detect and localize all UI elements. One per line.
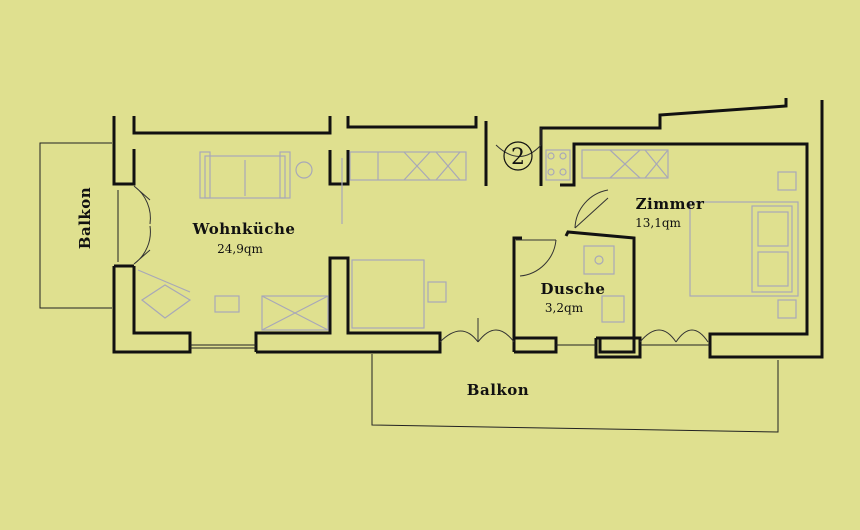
stair-marker-label: 2: [511, 145, 525, 170]
west-balcony: [39, 142, 112, 309]
room-name-zimmer: Zimmer: [636, 195, 705, 213]
windows: [117, 190, 710, 349]
balcony-label-west: Balkon: [76, 187, 94, 249]
room-area-wohnkueche: 24,9qm: [217, 242, 263, 256]
south-balcony: [371, 354, 779, 433]
room-label-wohnkueche: Wohnküche 24,9qm: [192, 220, 296, 256]
room-name-wohnkueche: Wohnküche: [192, 220, 296, 238]
doors: [133, 128, 709, 343]
room-area-dusche: 3,2qm: [545, 301, 584, 315]
balcony-label-south: Balkon: [467, 381, 529, 399]
room-area-zimmer: 13,1qm: [635, 216, 681, 230]
room-label-zimmer: Zimmer 13,1qm: [635, 195, 705, 230]
room-name-dusche: Dusche: [541, 280, 606, 298]
furniture: [137, 149, 799, 331]
room-label-dusche: Dusche 3,2qm: [541, 280, 606, 315]
stair-marker: 2: [503, 141, 533, 171]
